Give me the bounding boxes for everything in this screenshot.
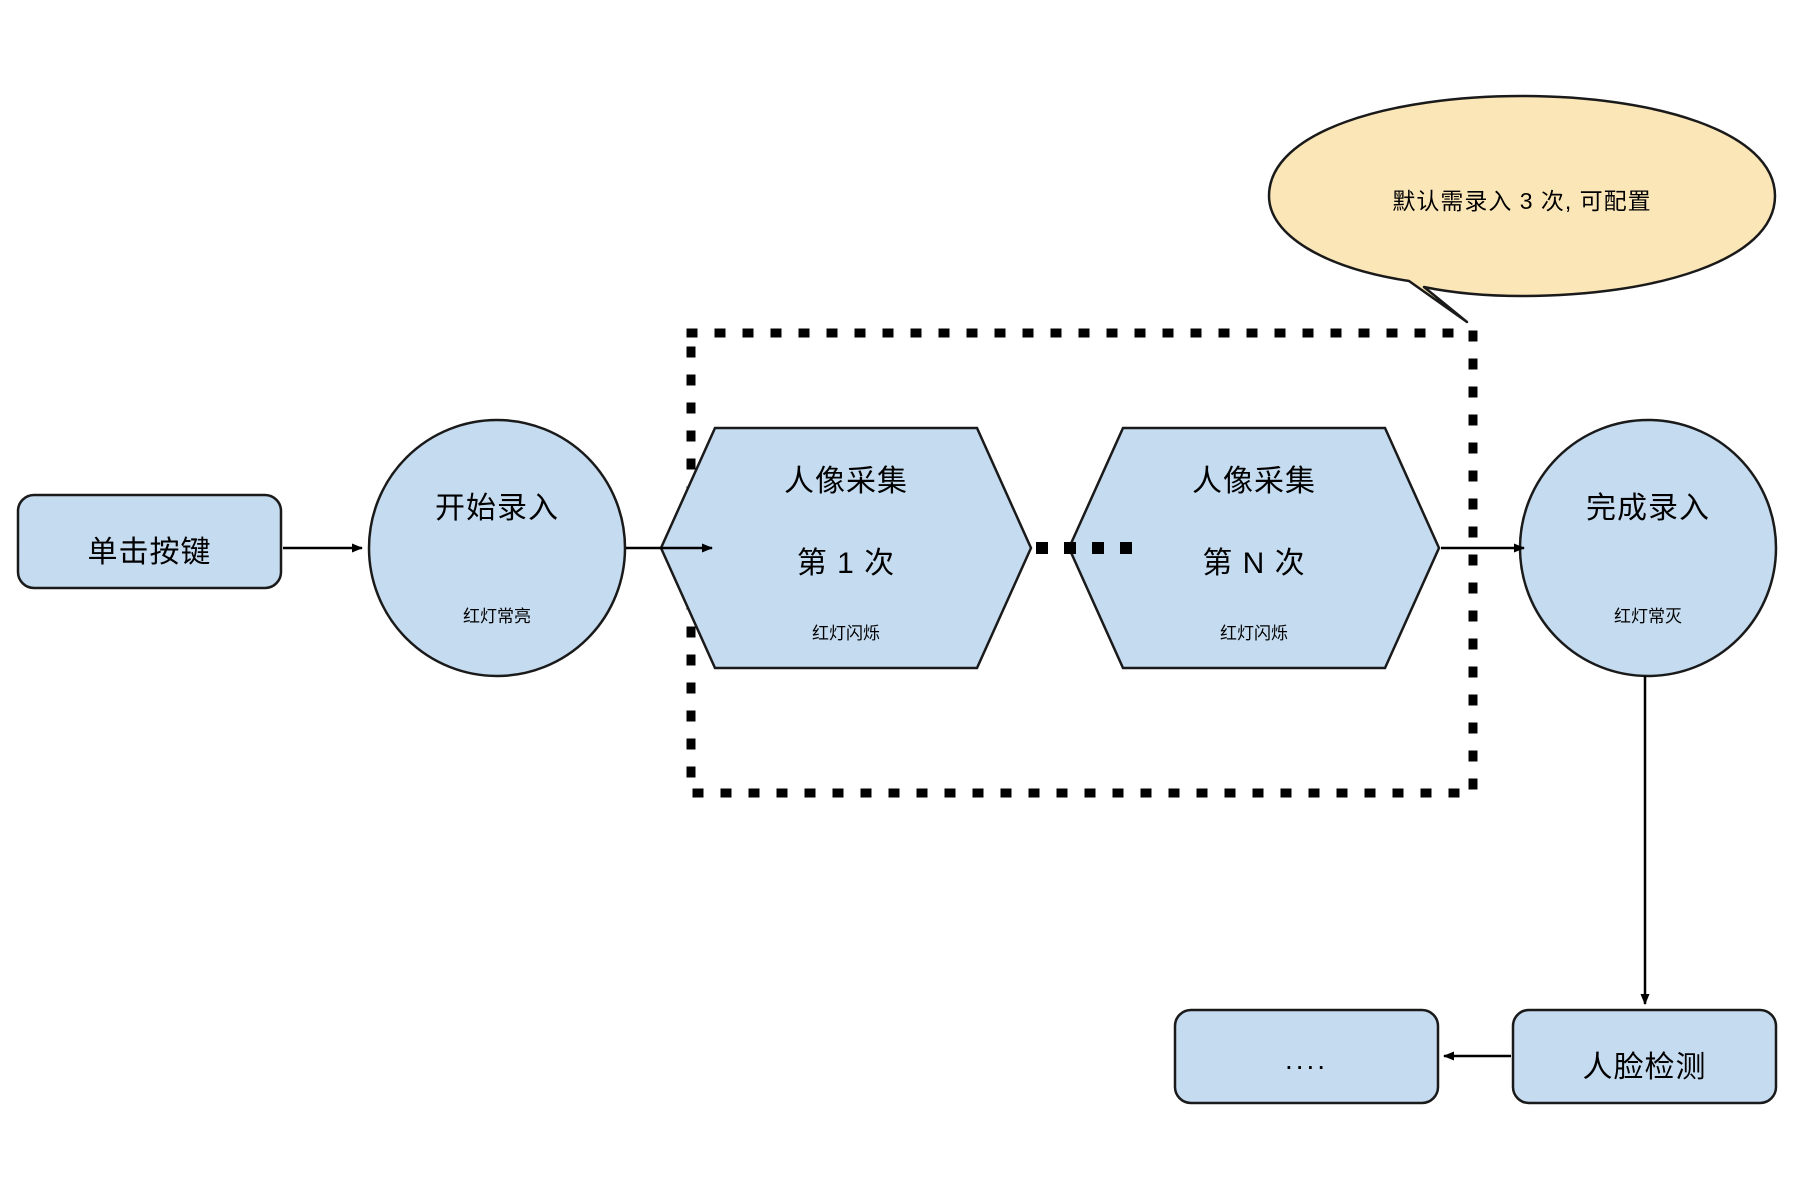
loop-group-border (686, 328, 1478, 798)
node-click-button-shape[interactable] (16, 493, 283, 590)
node-finish-enroll-shape[interactable] (1518, 418, 1778, 678)
node-capture-first-shape[interactable] (659, 426, 1033, 670)
node-face-detect-shape[interactable] (1511, 1008, 1778, 1105)
node-start-enroll-shape[interactable] (367, 418, 627, 678)
callout-bubble-shape (1267, 94, 1777, 324)
node-more-steps-shape[interactable] (1173, 1008, 1440, 1105)
edge-capture-ellipsis-dots (1036, 542, 1132, 554)
